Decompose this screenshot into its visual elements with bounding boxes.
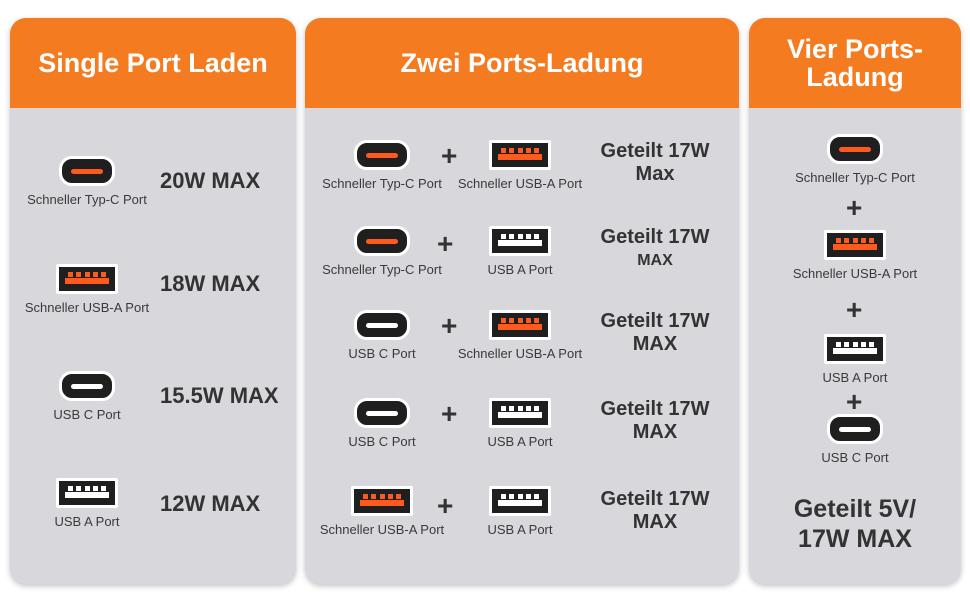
fast-usb-a-port-icon (824, 230, 886, 260)
fast-usb-a-port-icon (489, 310, 551, 340)
shared-power-value: Geteilt 17W MAX (573, 398, 737, 444)
quad-port-title: Vier Ports- Ladung (749, 18, 961, 108)
usb-c-port-icon (354, 310, 410, 340)
single-port-title: Single Port Laden (10, 18, 296, 108)
shared-power-value: Geteilt 17W MAX (573, 488, 737, 534)
value-line: MAX (632, 511, 678, 533)
port-cell: USB A Port (10, 478, 167, 529)
port-cell: Schneller Typ-C Port (10, 156, 167, 207)
power-value: 20W MAX (160, 168, 261, 193)
usb-a-port-icon (489, 398, 551, 428)
port-label: USB A Port (487, 434, 553, 449)
port-cell: USB C Port (749, 414, 961, 465)
value-line: 17W MAX (798, 525, 912, 553)
power-value: 12W MAX (160, 491, 261, 516)
fast-usb-a-port-icon (56, 264, 118, 294)
value-line: MAX (632, 333, 678, 355)
port-label: USB C Port (821, 450, 889, 465)
port-cell: Schneller Typ-C Port (305, 226, 462, 277)
dual-port-panel: Zwei Ports-Ladung Schneller Typ-C Port +… (305, 18, 739, 584)
port-label: Schneller Typ-C Port (27, 192, 147, 207)
title-line: Ladung (806, 62, 904, 92)
plus-sign: + (441, 140, 458, 171)
plus-sign: + (846, 192, 863, 223)
port-label: Schneller USB-A Port (457, 346, 583, 361)
port-cell: USB A Port (440, 226, 600, 277)
usb-c-port-icon (59, 371, 115, 401)
usb-a-port-icon (489, 226, 551, 256)
fast-usb-c-port-icon (354, 140, 410, 170)
port-label: Schneller USB-A Port (457, 176, 583, 191)
plus-sign: + (441, 310, 458, 341)
port-label: USB A Port (54, 514, 120, 529)
fast-usb-c-port-icon (827, 134, 883, 164)
port-cell: USB A Port (749, 334, 961, 385)
port-label: USB C Port (53, 407, 121, 422)
port-cell: Schneller USB-A Port (440, 140, 600, 191)
port-cell: Schneller USB-A Port (440, 310, 600, 361)
value-line: Geteilt 17W (600, 226, 710, 248)
port-label: Schneller Typ-C Port (322, 176, 442, 191)
shared-power-value: Geteilt 17W MAX (573, 226, 737, 272)
port-label: Schneller Typ-C Port (322, 262, 442, 277)
usb-a-port-icon (489, 486, 551, 516)
value-line: Geteilt 17W (600, 398, 710, 420)
port-label: Schneller USB-A Port (792, 266, 918, 281)
usb-a-port-icon (56, 478, 118, 508)
plus-sign: + (437, 490, 454, 521)
plus-sign: + (846, 294, 863, 325)
usb-c-port-icon (354, 398, 410, 428)
plus-sign: + (846, 386, 863, 417)
port-cell: Schneller USB-A Port (749, 230, 961, 281)
usb-c-port-icon (827, 414, 883, 444)
port-label: USB A Port (487, 262, 553, 277)
shared-power-value: Geteilt 17W Max (573, 140, 737, 186)
port-cell: Schneller Typ-C Port (305, 140, 462, 191)
value-line: Geteilt 17W (600, 140, 710, 162)
port-label: Schneller USB-A Port (319, 522, 445, 537)
value-line: MAX (637, 252, 673, 269)
fast-usb-c-port-icon (59, 156, 115, 186)
plus-sign: + (437, 228, 454, 259)
port-cell: Schneller Typ-C Port (749, 134, 961, 185)
single-port-panel: Single Port Laden Schneller Typ-C Port 2… (10, 18, 296, 584)
value-line: Geteilt 17W (600, 310, 710, 332)
port-cell: USB C Port (305, 398, 462, 449)
power-value: 15.5W MAX (160, 383, 279, 408)
port-cell: Schneller USB-A Port (10, 264, 167, 315)
fast-usb-a-port-icon (351, 486, 413, 516)
value-line: MAX (632, 421, 678, 443)
power-value: 18W MAX (160, 271, 261, 296)
usb-a-port-icon (824, 334, 886, 364)
port-cell: Schneller USB-A Port (305, 486, 462, 537)
plus-sign: + (441, 398, 458, 429)
fast-usb-c-port-icon (354, 226, 410, 256)
port-cell: USB A Port (440, 398, 600, 449)
port-cell: USB C Port (10, 371, 167, 422)
value-line: Geteilt 17W (600, 488, 710, 510)
port-label: USB A Port (487, 522, 553, 537)
dual-port-title: Zwei Ports-Ladung (305, 18, 739, 108)
port-label: USB A Port (822, 370, 888, 385)
fast-usb-a-port-icon (489, 140, 551, 170)
port-label: Schneller Typ-C Port (795, 170, 915, 185)
shared-power-value: Geteilt 5V/ 17W MAX (749, 494, 961, 554)
port-label: Schneller USB-A Port (24, 300, 150, 315)
value-line: Max (635, 163, 675, 185)
quad-port-panel: Vier Ports- Ladung Schneller Typ-C Port … (749, 18, 961, 584)
value-line: Geteilt 5V/ (793, 495, 917, 523)
title-line: Vier Ports- (786, 34, 924, 64)
port-cell: USB A Port (440, 486, 600, 537)
shared-power-value: Geteilt 17W MAX (573, 310, 737, 356)
port-cell: USB C Port (305, 310, 462, 361)
port-label: USB C Port (348, 434, 416, 449)
port-label: USB C Port (348, 346, 416, 361)
